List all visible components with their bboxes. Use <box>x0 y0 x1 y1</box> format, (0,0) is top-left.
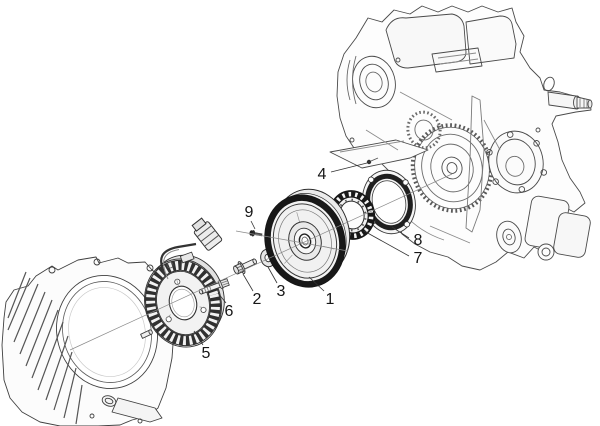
callout-number-5: 5 <box>202 345 211 362</box>
case-flange <box>486 130 548 194</box>
gasket-ring-part8 <box>362 169 416 235</box>
axis-line-1 <box>69 173 453 351</box>
callout-leader-8 <box>391 226 410 239</box>
callout-number-9: 9 <box>245 204 254 221</box>
callout-number-1: 1 <box>326 291 335 308</box>
assembly-axis-lines <box>69 173 453 351</box>
callout-number-3: 3 <box>277 283 286 300</box>
flywheel-part1 <box>264 188 351 288</box>
part4-screw <box>366 159 372 165</box>
callout-leader-2 <box>242 273 254 292</box>
callout-number-4: 4 <box>318 166 327 183</box>
engine-bracket <box>349 57 591 261</box>
callout-number-6: 6 <box>225 303 234 320</box>
magneto-cover-drawing <box>1 256 175 426</box>
callout-leader-7 <box>363 230 410 257</box>
cooling-fins <box>7 271 83 425</box>
callout-leader-9 <box>250 220 256 230</box>
stator-connector <box>191 217 223 251</box>
callout-number-7: 7 <box>414 250 423 267</box>
callout-leader-6 <box>217 292 227 304</box>
stator-wiring <box>160 217 223 280</box>
crank-stub <box>543 76 593 110</box>
callout-leader-4 <box>330 162 368 173</box>
callout-leader-5 <box>193 330 204 346</box>
callout-number-8: 8 <box>414 232 423 249</box>
callout-leader-1 <box>308 276 325 292</box>
flange-bolt-part2 <box>233 258 257 275</box>
callout-number-2: 2 <box>253 291 262 308</box>
idler-sprocket <box>406 110 442 150</box>
stator-bolt-part6 <box>198 278 230 295</box>
callout-leader-3 <box>267 266 278 284</box>
axis-line-2 <box>235 230 349 252</box>
